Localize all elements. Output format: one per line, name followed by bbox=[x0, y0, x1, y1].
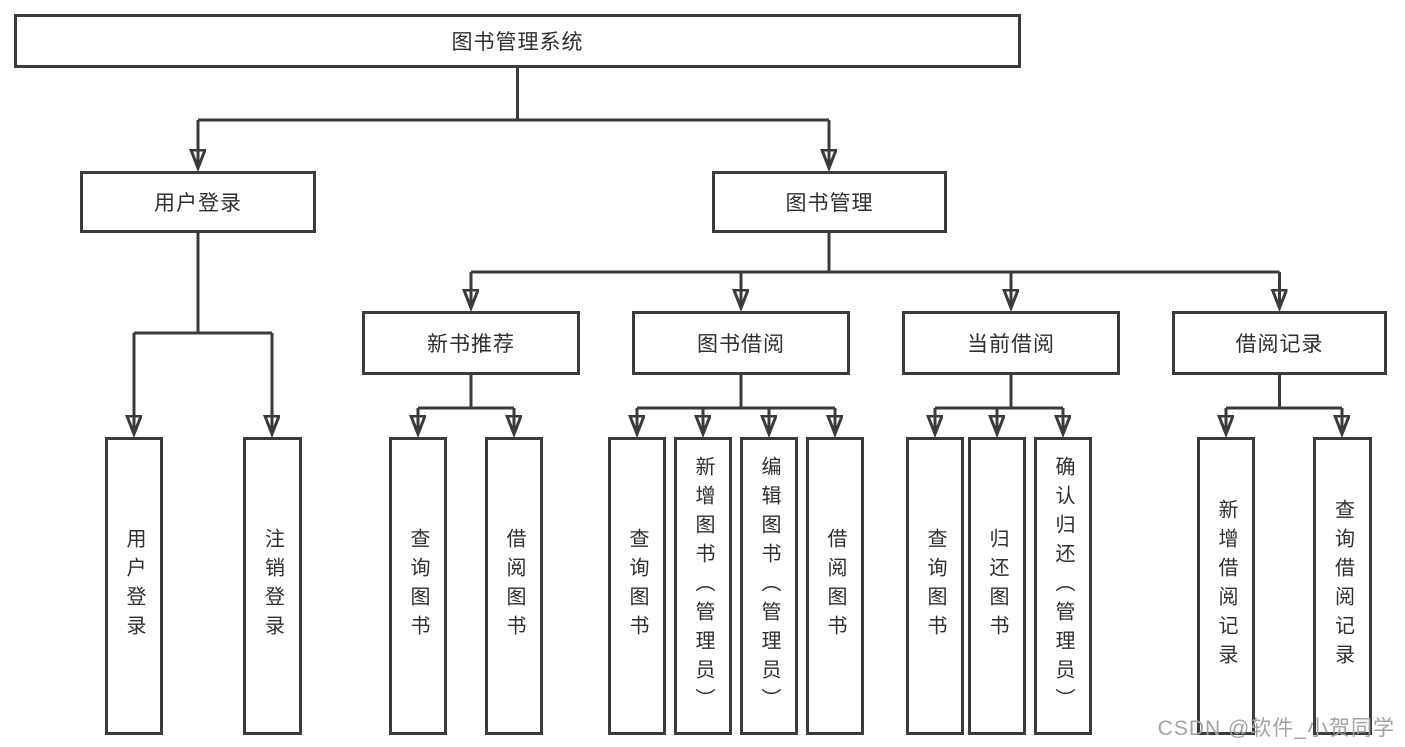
node-user-login: 用户登录 bbox=[80, 171, 316, 233]
leaf-query-borrow-record: 查询借阅记录 bbox=[1313, 437, 1372, 735]
leaf-add-books-admin: 新增图书（管理员） bbox=[674, 437, 732, 735]
leaf-add-borrow-record: 新增借阅记录 bbox=[1197, 437, 1255, 735]
node-current-borrow: 当前借阅 bbox=[902, 311, 1120, 375]
connector-book-borrow-children bbox=[637, 375, 835, 434]
leaf-query-books-current: 查询图书 bbox=[906, 437, 964, 735]
leaf-return-books: 归还图书 bbox=[968, 437, 1026, 735]
connector-book-management-children bbox=[471, 233, 1280, 308]
connector-new-book-recommend-children bbox=[418, 375, 514, 434]
node-book-borrow: 图书借阅 bbox=[632, 311, 850, 375]
leaf-logout: 注销登录 bbox=[243, 437, 302, 735]
leaf-query-books-borrow: 查询图书 bbox=[608, 437, 666, 735]
leaf-confirm-return-admin: 确认归还（管理员） bbox=[1034, 437, 1092, 735]
node-borrow-records: 借阅记录 bbox=[1172, 311, 1387, 375]
leaf-borrow-books: 借阅图书 bbox=[806, 437, 864, 735]
connector-user-login-children bbox=[134, 233, 272, 434]
leaf-query-books-recommend: 查询图书 bbox=[389, 437, 447, 735]
leaf-borrow-books-recommend: 借阅图书 bbox=[485, 437, 543, 735]
connector-borrow-records-children bbox=[1226, 375, 1342, 434]
leaf-edit-books-admin: 编辑图书（管理员） bbox=[740, 437, 798, 735]
connector-current-borrow-children bbox=[935, 375, 1063, 434]
leaf-user-login: 用户登录 bbox=[105, 437, 163, 735]
node-new-book-recommend: 新书推荐 bbox=[362, 311, 580, 375]
node-book-management: 图书管理 bbox=[712, 171, 947, 233]
connector-root-to-level2 bbox=[198, 68, 829, 168]
node-library-management-system: 图书管理系统 bbox=[14, 14, 1021, 68]
